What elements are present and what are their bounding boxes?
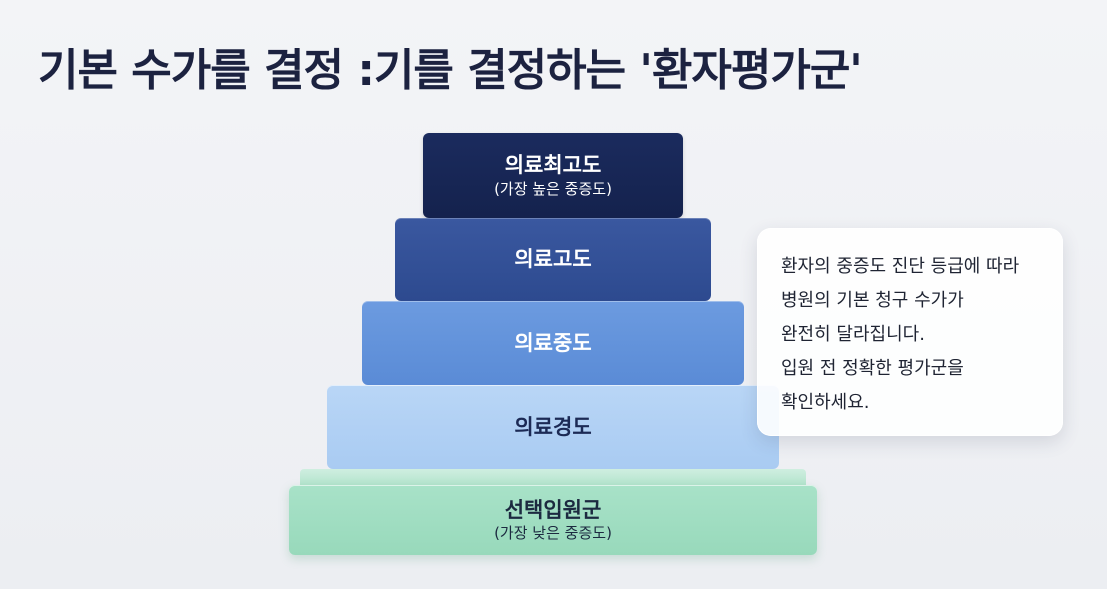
- tier-sublabel: (가장 낮은 중증도): [494, 524, 612, 543]
- base-ledge: [300, 469, 806, 485]
- info-callout: 환자의 중증도 진단 등급에 따라 병원의 기본 청구 수가가 완전히 달라집니…: [757, 228, 1063, 436]
- tier-highest-severity: 의료최고도 (가장 높은 중증도): [423, 133, 683, 218]
- info-line: 환자의 중증도 진단 등급에 따라: [781, 256, 1020, 277]
- tier-label: 의료고도: [514, 247, 592, 272]
- tier-sublabel: (가장 높은 중증도): [494, 179, 612, 198]
- tier-label: 의료경도: [514, 414, 592, 439]
- page-title: 기본 수가를 결정 :기를 결정하는 '환자평가군': [38, 45, 863, 96]
- tier-label: 의료최고도: [504, 153, 602, 178]
- tier-low-severity: 의료경도: [327, 385, 779, 469]
- tier-label: 선택입원군: [504, 497, 602, 522]
- info-line: 입원 전 정확한 평가군을: [781, 358, 964, 379]
- tier-high-severity: 의료고도: [395, 218, 711, 301]
- info-line: 완전히 달라집니다.: [781, 324, 925, 345]
- tier-lowest-severity: 선택입원군 (가장 낮은 중증도): [289, 485, 817, 555]
- tier-medium-severity: 의료중도: [362, 301, 744, 385]
- tier-label: 의료중도: [514, 330, 592, 355]
- info-line: 병원의 기본 청구 수가가: [781, 290, 964, 311]
- info-line: 확인하세요.: [781, 392, 870, 413]
